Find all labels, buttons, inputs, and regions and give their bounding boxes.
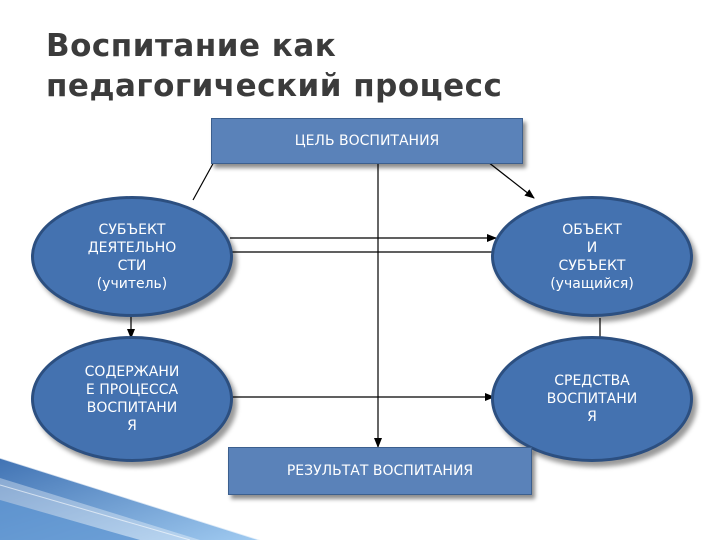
- object-node: ОБЪЕКТ И СУБЪЕКТ (учащийся): [491, 196, 693, 317]
- result-label: РЕЗУЛЬТАТ ВОСПИТАНИЯ: [287, 463, 473, 479]
- connector-goal-subject: [193, 160, 215, 200]
- goal-box: ЦЕЛЬ ВОСПИТАНИЯ: [211, 118, 523, 164]
- result-box: РЕЗУЛЬТАТ ВОСПИТАНИЯ: [228, 447, 532, 495]
- subject-node: СУБЪЕКТ ДЕЯТЕЛЬНО СТИ (учитель): [31, 196, 233, 317]
- connector-goal-object: [488, 162, 534, 198]
- subject-label: СУБЪЕКТ ДЕЯТЕЛЬНО СТИ (учитель): [88, 221, 177, 293]
- means-node: СРЕДСТВА ВОСПИТАНИ Я: [491, 336, 693, 462]
- means-label: СРЕДСТВА ВОСПИТАНИ Я: [547, 372, 638, 426]
- object-label: ОБЪЕКТ И СУБЪЕКТ (учащийся): [550, 221, 634, 293]
- goal-label: ЦЕЛЬ ВОСПИТАНИЯ: [295, 133, 440, 149]
- content-node: СОДЕРЖАНИ Е ПРОЦЕССА ВОСПИТАНИ Я: [31, 336, 233, 462]
- content-label: СОДЕРЖАНИ Е ПРОЦЕССА ВОСПИТАНИ Я: [85, 363, 180, 435]
